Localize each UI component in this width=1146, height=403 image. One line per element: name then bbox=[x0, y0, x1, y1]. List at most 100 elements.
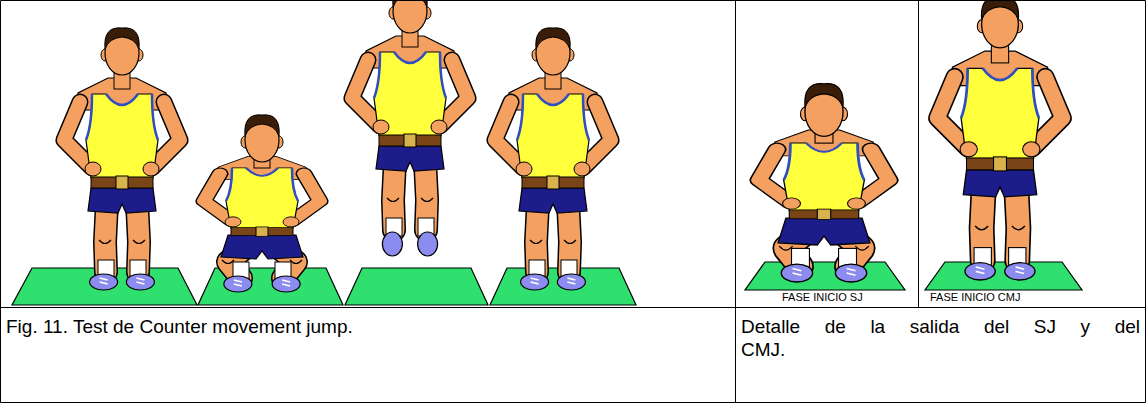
shirt-trim bbox=[226, 168, 298, 201]
shoe bbox=[272, 276, 300, 292]
knee-line bbox=[421, 198, 433, 202]
tank-top bbox=[374, 52, 446, 136]
shoe-laces bbox=[531, 278, 539, 284]
belt-buckle bbox=[256, 227, 268, 236]
figure-caption: Fig. 11. Test de Counter movement jump. bbox=[6, 315, 729, 338]
athlete-figure bbox=[937, 0, 1062, 280]
belt bbox=[379, 135, 441, 146]
jump-platform bbox=[925, 262, 1082, 290]
phase-cell: FASE INICIO SJ bbox=[735, 0, 918, 307]
jump-platform bbox=[198, 268, 343, 305]
head bbox=[393, 0, 427, 33]
athlete-figure bbox=[204, 115, 320, 292]
knee-line bbox=[564, 240, 576, 244]
hand bbox=[783, 198, 801, 209]
shorts bbox=[519, 188, 587, 213]
knee-line bbox=[1012, 226, 1025, 230]
shorts bbox=[376, 146, 444, 171]
shoe-laces bbox=[234, 280, 242, 286]
shoe bbox=[126, 274, 154, 290]
hand bbox=[431, 120, 447, 134]
hand bbox=[960, 142, 977, 157]
shoe bbox=[90, 274, 118, 290]
shoe bbox=[224, 276, 252, 292]
shoe bbox=[418, 232, 438, 256]
knee-line bbox=[530, 240, 542, 244]
jump-platform bbox=[12, 268, 197, 305]
shirt-trim bbox=[517, 94, 589, 140]
hand bbox=[85, 162, 101, 176]
belt bbox=[789, 210, 858, 219]
upper-body bbox=[352, 36, 468, 147]
shirt-trim bbox=[784, 143, 865, 180]
caption-cell: Detalle de la salida del SJ y del CMJ. bbox=[735, 307, 1146, 403]
jump-platform bbox=[745, 262, 905, 290]
belt bbox=[91, 177, 153, 188]
hand bbox=[1023, 142, 1040, 157]
shoe bbox=[835, 264, 866, 282]
shoe-laces bbox=[282, 280, 290, 286]
belt-buckle bbox=[817, 209, 830, 219]
phase-cell: FASE INICIO CMJ bbox=[918, 0, 1146, 307]
athlete-figure bbox=[64, 28, 180, 290]
shoe bbox=[557, 274, 585, 290]
upper-body bbox=[495, 78, 611, 189]
shoe-laces bbox=[847, 269, 856, 276]
hand bbox=[225, 217, 241, 227]
shoe-laces bbox=[792, 269, 801, 276]
knee-line bbox=[855, 246, 868, 250]
belt-buckle bbox=[547, 176, 559, 189]
jump-platform bbox=[345, 268, 488, 305]
phase-label: FASE INICIO SJ bbox=[782, 291, 863, 303]
hair bbox=[393, 0, 427, 7]
shirt-trim bbox=[86, 94, 158, 140]
table-rule bbox=[1, 307, 1146, 308]
shorts bbox=[778, 218, 870, 245]
shoe bbox=[965, 263, 995, 280]
shorts bbox=[88, 188, 156, 213]
athlete-figure bbox=[495, 28, 611, 290]
hand bbox=[373, 120, 389, 134]
athlete-figure bbox=[352, 0, 468, 256]
shoe-laces bbox=[100, 278, 108, 284]
table-rule bbox=[1145, 1, 1146, 403]
tank-top bbox=[86, 94, 158, 178]
shorts bbox=[221, 235, 303, 259]
knee-line bbox=[99, 240, 111, 244]
knee-line bbox=[133, 240, 145, 244]
shoe bbox=[781, 264, 812, 282]
table-rule bbox=[1, 0, 1146, 1]
hand bbox=[848, 198, 866, 209]
shoe-laces bbox=[567, 278, 575, 284]
hair bbox=[981, 0, 1018, 20]
upper-body bbox=[937, 51, 1062, 171]
knee-line bbox=[290, 260, 302, 264]
belt bbox=[522, 177, 584, 188]
hair bbox=[105, 28, 139, 49]
hair bbox=[805, 84, 844, 108]
hair bbox=[536, 28, 570, 49]
shoe-laces bbox=[976, 267, 985, 273]
athlete-figure bbox=[759, 84, 889, 282]
shoe-laces bbox=[1016, 267, 1025, 273]
belt bbox=[231, 228, 293, 236]
shoe-laces bbox=[136, 278, 144, 284]
knee-line bbox=[387, 198, 399, 202]
phase-label: FASE INICIO CMJ bbox=[930, 291, 1020, 303]
shoe bbox=[382, 232, 402, 256]
upper-body bbox=[64, 78, 180, 189]
caption-cell: Fig. 11. Test de Counter movement jump. bbox=[0, 307, 735, 403]
knee-line bbox=[975, 226, 988, 230]
shoe bbox=[1005, 263, 1035, 280]
table-rule bbox=[735, 1, 736, 403]
knee-line bbox=[779, 246, 792, 250]
table-rule bbox=[1, 402, 1146, 403]
belt-buckle bbox=[404, 134, 416, 147]
belt-buckle bbox=[116, 176, 128, 189]
hand bbox=[283, 217, 299, 227]
hand bbox=[516, 162, 532, 176]
shorts bbox=[963, 170, 1036, 197]
tank-top bbox=[517, 94, 589, 178]
